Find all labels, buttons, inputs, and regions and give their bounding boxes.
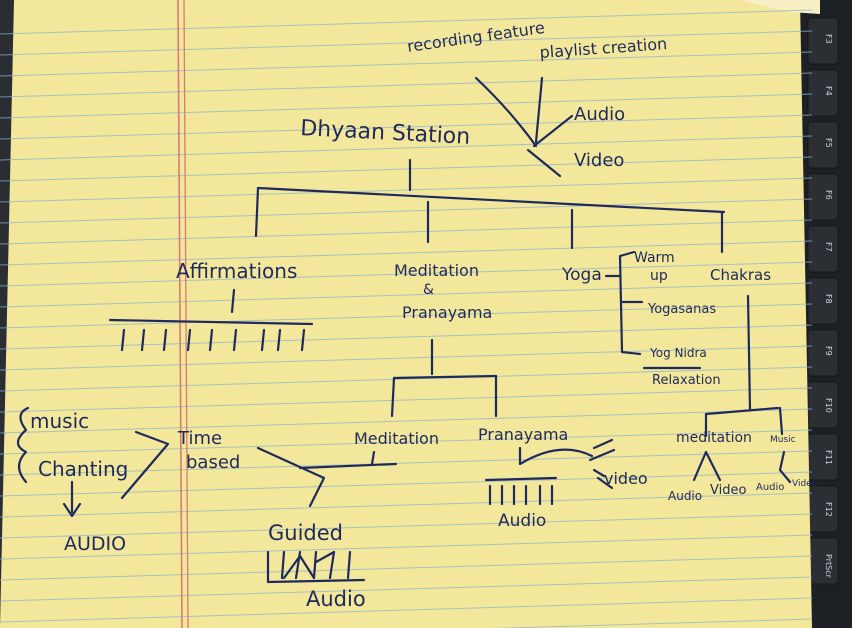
yoga-yogasanas: Yogasanas bbox=[647, 302, 716, 317]
chakra-music: Music bbox=[770, 435, 796, 445]
yoga-nidra: Yog Nidra bbox=[649, 346, 707, 360]
keyboard-key-label: F12 bbox=[824, 502, 833, 517]
sub-guided: Guided bbox=[268, 521, 343, 545]
sub-pranayama: Pranayama bbox=[478, 425, 568, 444]
keyboard-key bbox=[807, 225, 839, 273]
branch-meditation: Meditation bbox=[394, 261, 479, 280]
left-chanting: Chanting bbox=[38, 457, 128, 481]
yoga-relaxation: Relaxation bbox=[652, 373, 721, 388]
ruled-line bbox=[0, 387, 813, 413]
yoga-warm: Warm bbox=[634, 250, 675, 266]
keyboard-key-label: F8 bbox=[824, 294, 833, 304]
keyboard-key bbox=[807, 329, 839, 377]
keyboard-key-label: F9 bbox=[824, 346, 833, 356]
margin-line bbox=[177, 0, 183, 628]
sub-audio: Audio bbox=[498, 511, 546, 531]
ruled-line bbox=[490, 618, 813, 628]
ruled-line bbox=[0, 93, 813, 119]
ruled-line bbox=[0, 303, 813, 329]
ruled-line bbox=[0, 261, 813, 287]
ruled-line bbox=[0, 576, 813, 602]
left-audio: AUDIO bbox=[64, 533, 126, 555]
ruled-line bbox=[0, 513, 813, 539]
keyboard-key bbox=[807, 381, 839, 429]
legal-pad-page bbox=[0, 0, 812, 628]
branch-affirmations: Affirmations bbox=[176, 259, 297, 283]
sub-guided-audio: Audio bbox=[306, 587, 366, 611]
ruled-line bbox=[0, 114, 813, 140]
ruled-line bbox=[0, 156, 813, 182]
feature-audio: Audio bbox=[574, 104, 625, 125]
keyboard-key-label: PrtScr bbox=[824, 554, 833, 579]
ruled-line bbox=[0, 135, 813, 161]
sub-meditation: Meditation bbox=[354, 429, 439, 448]
chakra-music-video: Video bbox=[792, 479, 818, 489]
keyboard-key-label: F7 bbox=[824, 242, 833, 252]
keyboard-key-label: F10 bbox=[824, 398, 833, 413]
ruled-line bbox=[0, 282, 813, 308]
ruled-line bbox=[0, 345, 813, 371]
ruled-line bbox=[0, 366, 813, 392]
keyboard-key bbox=[807, 173, 839, 221]
ruled-line bbox=[0, 597, 813, 623]
branch-yoga: Yoga bbox=[561, 265, 602, 285]
margin-line bbox=[183, 0, 189, 628]
ruled-line bbox=[0, 177, 813, 203]
keyboard-key bbox=[807, 277, 839, 325]
ruled-line bbox=[0, 408, 813, 434]
branch-ampersand: & bbox=[423, 282, 434, 298]
keyboard-key bbox=[807, 121, 839, 169]
ruled-line bbox=[0, 198, 813, 224]
chakra-video: Video bbox=[710, 483, 746, 498]
sub-video: video bbox=[604, 469, 648, 488]
ruled-line bbox=[0, 240, 813, 266]
chakra-audio: Audio bbox=[668, 489, 702, 503]
ruled-line bbox=[0, 492, 813, 518]
keyboard-key-label: F5 bbox=[824, 138, 833, 148]
keyboard-key-label: F4 bbox=[824, 86, 833, 96]
keyboard-key bbox=[807, 17, 839, 65]
ruled-line bbox=[0, 72, 813, 98]
based-label: based bbox=[186, 452, 240, 473]
ruled-line bbox=[0, 450, 813, 476]
branch-pranayama: Pranayama bbox=[402, 303, 492, 322]
keyboard-key-label: F3 bbox=[824, 34, 833, 44]
keyboard-key bbox=[807, 69, 839, 117]
yoga-up: up bbox=[650, 268, 668, 284]
ruled-line bbox=[0, 9, 813, 35]
ruled-lines bbox=[0, 9, 813, 628]
mind-map-strokes bbox=[16, 76, 792, 584]
ruled-line bbox=[0, 324, 813, 350]
ruled-line bbox=[0, 219, 813, 245]
chakra-meditation: meditation bbox=[676, 430, 752, 446]
ruled-line bbox=[0, 555, 813, 581]
branch-chakras: Chakras bbox=[710, 266, 771, 284]
keyboard-key-label: F6 bbox=[824, 190, 833, 200]
ruled-line bbox=[0, 30, 813, 56]
chakra-music-audio: Audio bbox=[756, 482, 784, 493]
ruled-line bbox=[0, 534, 813, 560]
feature-video: Video bbox=[574, 150, 624, 171]
left-music: music bbox=[30, 409, 89, 433]
ruled-line bbox=[0, 471, 813, 497]
ruled-line bbox=[0, 51, 813, 77]
keyboard-key-label: F11 bbox=[824, 450, 833, 465]
time-label: Time bbox=[177, 428, 222, 449]
ruled-line bbox=[0, 429, 813, 455]
